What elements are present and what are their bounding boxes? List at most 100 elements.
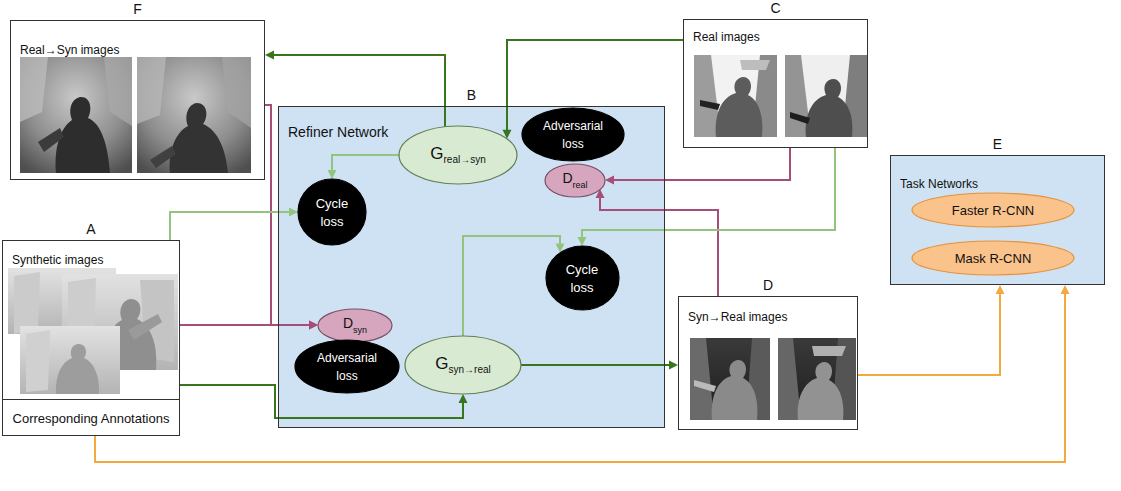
ellipse-text: Greal→syn	[430, 145, 485, 165]
annotation-box: Corresponding Annotations	[2, 399, 180, 436]
ellipse-text: Mask R-CNN	[955, 249, 1032, 267]
module-label: Cycle loss	[316, 196, 349, 229]
real-to-syn-thumbnail	[20, 57, 48, 122]
module-label: G	[430, 144, 443, 163]
ellipse-content: Greal→syn	[398, 125, 518, 185]
panel-title: Task Networks	[900, 177, 978, 191]
ellipse-shape	[521, 107, 625, 162]
syn-to-real-thumbnail	[694, 380, 716, 392]
flow-connector	[521, 361, 678, 370]
flow-connector	[328, 155, 400, 179]
panel-title-holder: Syn→Real images	[688, 306, 787, 325]
synthetic-image-thumbnail	[56, 344, 99, 394]
module-label: Mask R-CNN	[955, 251, 1032, 266]
generator-ellipse: Greal→syn	[398, 125, 518, 185]
real-image-thumbnail	[785, 55, 867, 137]
module-subscript: syn→real	[448, 364, 490, 375]
ellipse-outline	[912, 193, 1074, 227]
synthetic-image-thumbnail	[128, 314, 162, 340]
arrow-head	[328, 170, 337, 179]
synthetic-image-thumbnail	[14, 272, 40, 334]
flow-line	[582, 148, 835, 239]
ellipse-outline	[295, 340, 399, 393]
ellipse-shape	[297, 178, 367, 246]
module-label: D	[562, 170, 572, 186]
real-image-thumbnail	[716, 77, 763, 137]
ellipse-text: Cycle loss	[560, 260, 604, 295]
syn-to-real-thumbnail	[712, 360, 758, 420]
real-to-syn-thumbnail	[170, 103, 228, 173]
flow-connector	[180, 321, 318, 330]
synthetic-image-thumbnail	[20, 326, 120, 394]
loss-ellipse: Adversarial loss	[521, 107, 625, 162]
panel-title-holder: Task Networks	[900, 173, 978, 192]
panel-title-holder: Real→Syn images	[20, 39, 119, 58]
panel-letter: F	[133, 1, 142, 17]
arrow-head	[578, 237, 587, 246]
panel-title-holder: Synthetic images	[12, 249, 103, 268]
panel-letter: A	[86, 221, 95, 237]
ellipse-text: Cycle loss	[310, 194, 354, 229]
ellipse-content: Gsyn→real	[404, 335, 522, 395]
real-image-thumbnail	[806, 79, 853, 137]
flow-connector	[605, 148, 790, 185]
panel-letter: C	[770, 0, 780, 16]
ellipse-outline	[546, 246, 619, 310]
syn-to-real-thumbnail	[812, 346, 846, 356]
loss-ellipse: Adversarial loss	[294, 339, 400, 394]
flow-line	[858, 292, 1000, 375]
real-image-thumbnail	[740, 60, 770, 70]
ellipse-content: Dsyn	[317, 308, 393, 343]
real-image-thumbnail	[790, 112, 810, 124]
panel-title: Real→Syn images	[20, 43, 119, 57]
annotation-label: Corresponding Annotations	[13, 411, 170, 426]
synthetic-image-thumbnail	[8, 268, 178, 394]
ellipse-content: Adversarial loss	[521, 107, 625, 162]
network-panel: BRefiner NetworkGreal→synAdversarial los…	[278, 106, 665, 428]
flow-connector	[265, 51, 445, 127]
ellipse-text: Adversarial loss	[311, 348, 383, 383]
syn-to-real-thumbnail	[798, 362, 844, 420]
panel-letter-holder: E	[891, 136, 1104, 152]
real-image-thumbnail	[700, 100, 720, 110]
real-to-syn-thumbnail	[104, 57, 132, 126]
loss-ellipse: Cycle loss	[297, 178, 367, 246]
panel-letter-holder: B	[279, 87, 664, 103]
panel-letter: D	[763, 277, 773, 293]
flow-line	[521, 364, 671, 366]
panel-title: Syn→Real images	[688, 310, 787, 324]
generator-ellipse: Gsyn→real	[404, 335, 522, 395]
ellipse-text: Adversarial loss	[537, 116, 609, 151]
ellipse-text: Gsyn→real	[435, 355, 490, 375]
arrow-head	[459, 394, 468, 403]
flow-line	[272, 55, 445, 127]
panel-fill	[890, 155, 1105, 285]
ellipse-shape	[294, 339, 400, 394]
syn-to-real-thumbnail	[690, 338, 770, 420]
panel-title-holder: Real images	[693, 26, 760, 45]
module-label: Adversarial loss	[317, 351, 377, 383]
ellipse-content: Cycle loss	[297, 178, 367, 246]
image-panel: ASynthetic images	[2, 240, 180, 400]
arrow-head	[309, 321, 318, 330]
box-content: Corresponding Annotations	[3, 400, 179, 435]
arrow-head	[605, 176, 614, 185]
ellipse-text: Faster R-CNN	[952, 201, 1034, 219]
discriminator-ellipse: Dsyn	[317, 308, 393, 343]
image-panel: DSyn→Real images	[678, 296, 858, 430]
panel-letter-holder: C	[684, 0, 867, 16]
module-label: D	[343, 315, 353, 331]
real-to-syn-thumbnail	[150, 146, 176, 168]
flow-line	[612, 148, 790, 180]
panel-letter-holder: A	[3, 221, 179, 237]
syn-to-real-thumbnail	[690, 338, 714, 420]
task-network-ellipse: Mask R-CNN	[911, 240, 1075, 276]
arrow-head	[996, 285, 1005, 294]
loss-ellipse: Cycle loss	[545, 245, 620, 311]
ellipse-shape	[545, 245, 620, 311]
ellipse-text: Dsyn	[343, 314, 367, 335]
ellipse-outline	[318, 309, 392, 342]
module-subscript: real	[573, 180, 588, 190]
